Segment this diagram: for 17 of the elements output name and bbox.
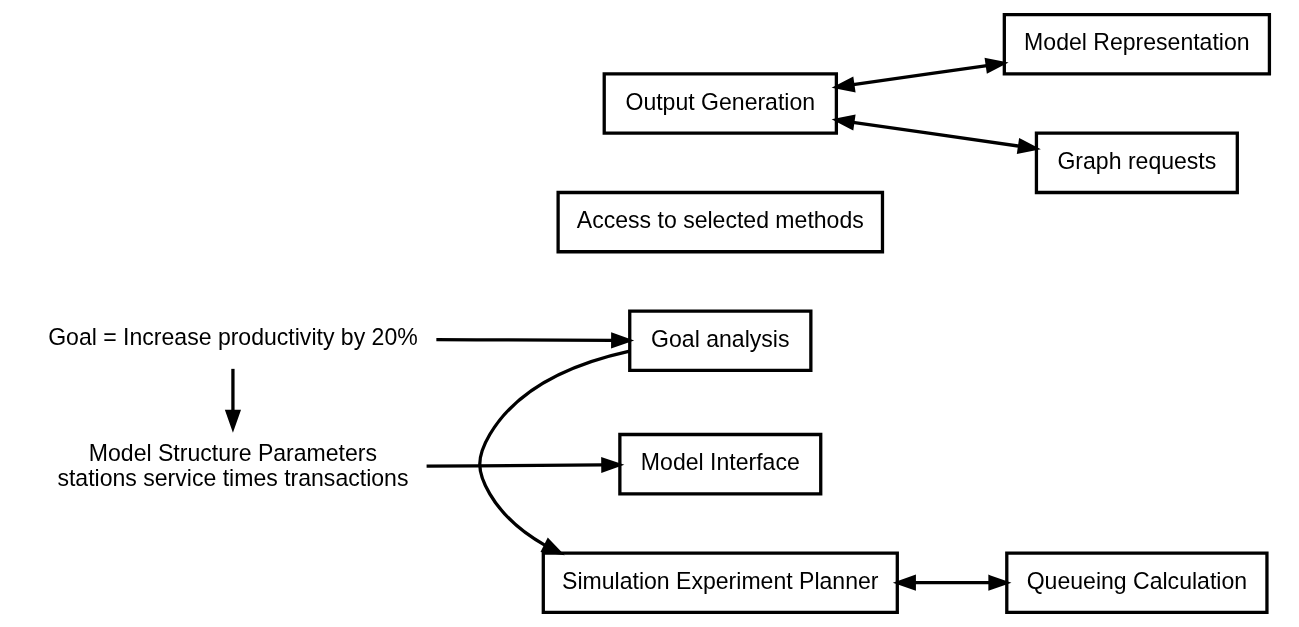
node-box: Simulation Experiment Planner — [541, 551, 899, 614]
arrow — [436, 332, 635, 349]
node-box: Goal analysis — [628, 309, 813, 372]
arrow — [831, 114, 1041, 155]
node-box: Graph requests — [1034, 131, 1239, 195]
arrow — [478, 349, 630, 556]
node-box: Output Generation — [602, 72, 839, 135]
arrow — [224, 368, 241, 433]
node-box: Queueing Calculation — [1005, 551, 1269, 614]
arrow — [426, 456, 625, 474]
node-box: Model Representation — [1002, 13, 1272, 76]
arrow — [892, 574, 1012, 591]
node-text: Model Structure Parameters stations service times transactions — [57, 440, 409, 491]
node-text: Goal = Increase productivity by 20% — [48, 324, 418, 351]
arrow — [831, 57, 1009, 93]
node-box: Access to selected methods — [556, 190, 885, 254]
node-box: Model Interface — [618, 432, 823, 496]
